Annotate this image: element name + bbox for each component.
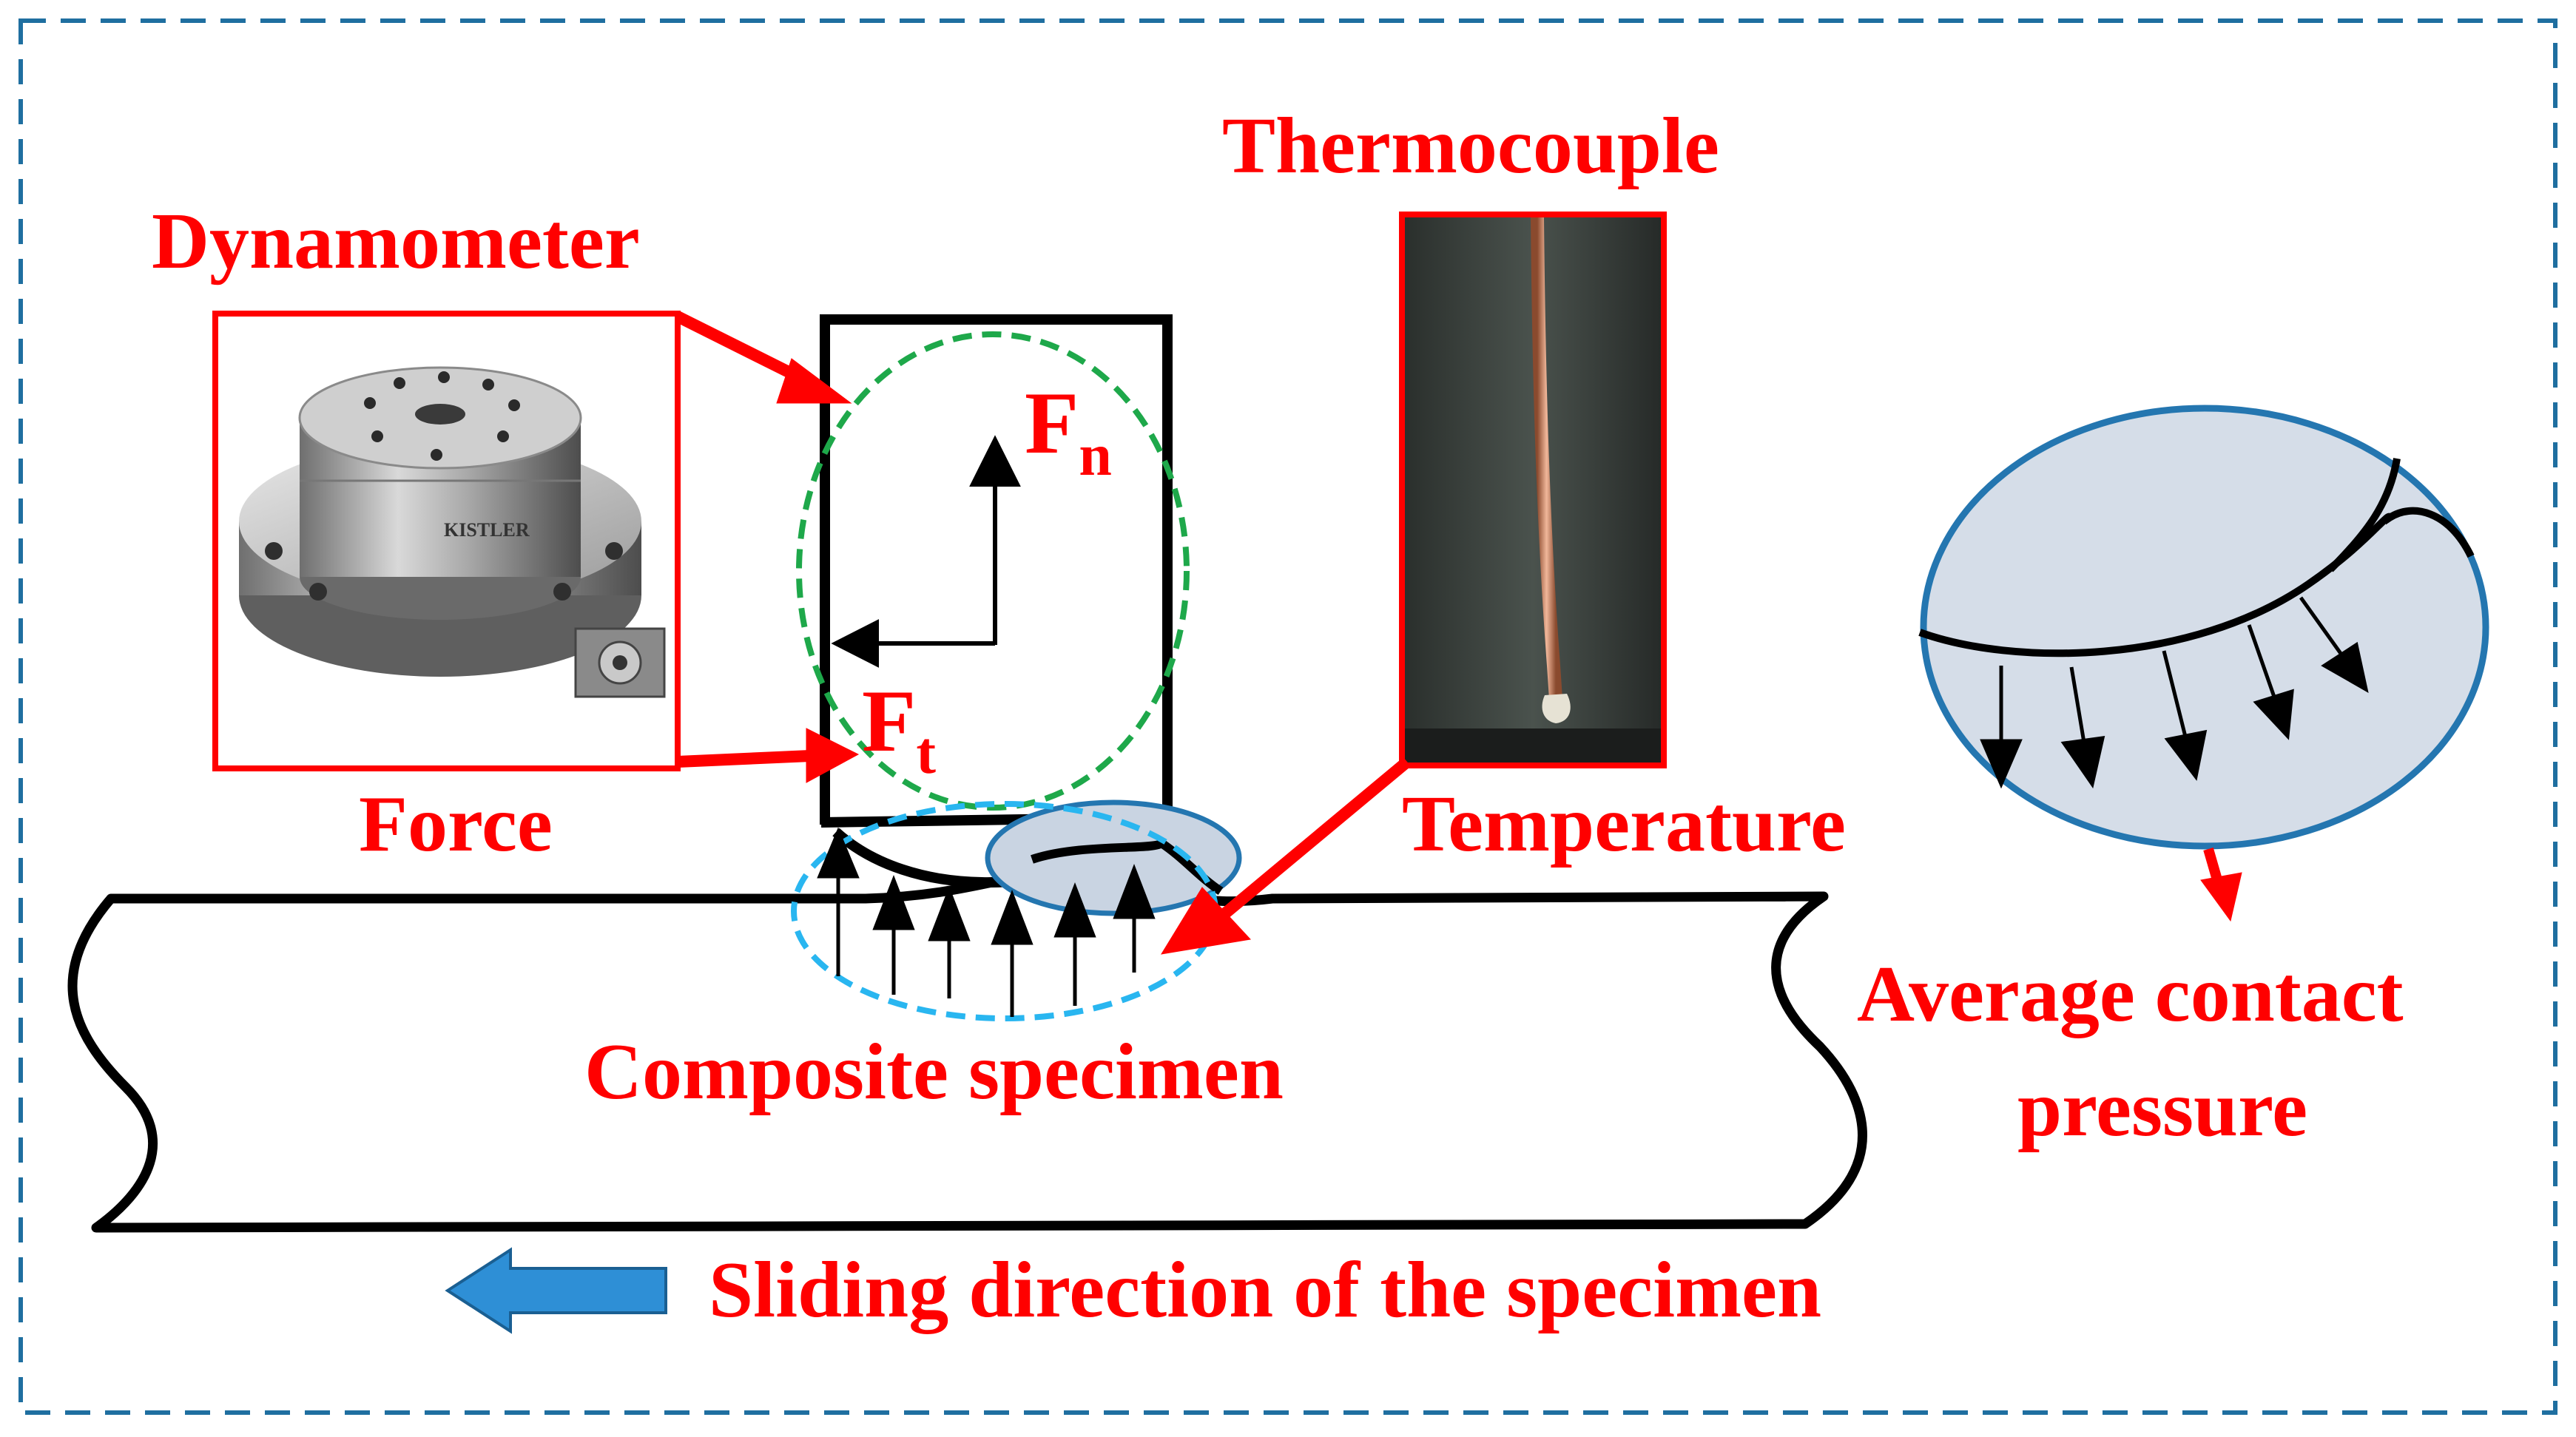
average-contact-pressure-label-line1: Average contact (1857, 950, 2404, 1038)
average-contact-pressure-label-line2: pressure (2017, 1065, 2307, 1153)
upward-pressure-arrows (817, 827, 1156, 1017)
force-vectors (831, 435, 1021, 668)
dynamometer-photo: KISTLER (217, 314, 677, 767)
pin-body (820, 314, 1173, 825)
pressure-detail (1918, 405, 2489, 850)
thermocouple-photo-frame (1399, 212, 1667, 768)
ft-label: Ft (862, 672, 936, 786)
outer-dashed-frame (18, 18, 2558, 1415)
dynamometer-pointer-arrows (675, 311, 860, 783)
dynamometer-label: Dynamometer (152, 197, 640, 285)
contact-detail-ellipse (985, 799, 1242, 916)
thermocouple-bead (1542, 694, 1571, 723)
ft-subscript: t (916, 721, 936, 786)
temperature-label: Temperature (1402, 780, 1846, 868)
force-label: Force (359, 780, 553, 868)
fn-arrowhead (969, 435, 1021, 487)
thermocouple-pointer-arrow (1161, 757, 1412, 955)
dynamometer-brand-text: KISTLER (444, 519, 530, 541)
fn-label: Fn (1025, 373, 1112, 488)
dynamometer-photo-frame (212, 311, 681, 771)
pressure-pointer-arrow (2200, 848, 2242, 922)
thermocouple-label: Thermocouple (1222, 102, 1719, 190)
force-zone-dashed-ellipse (796, 331, 1190, 811)
composite-specimen-label: Composite specimen (584, 1028, 1284, 1116)
thermocouple-photo (1403, 212, 1662, 763)
sliding-direction-label: Sliding direction of the specimen (709, 1246, 1821, 1334)
ft-arrowhead (831, 619, 879, 668)
fn-subscript: n (1079, 423, 1112, 488)
sliding-left-arrow-icon (445, 1247, 667, 1334)
